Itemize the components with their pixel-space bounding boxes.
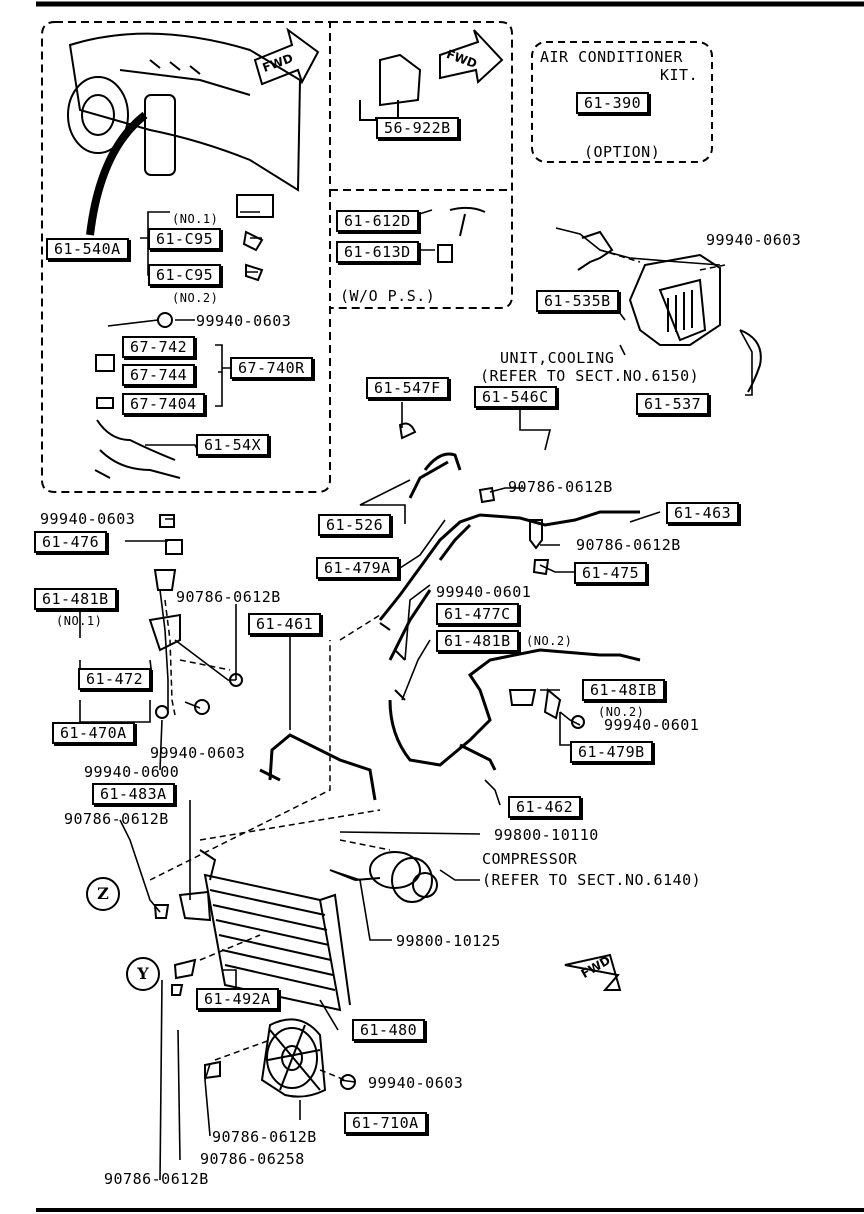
kit-title-line1: AIR CONDITIONER <box>540 48 683 66</box>
refrigerant-lines <box>259 452 641 801</box>
part-61-470a[interactable]: 61-470A <box>52 722 135 744</box>
part-61-480[interactable]: 61-480 <box>352 1019 426 1041</box>
small-parts <box>94 194 585 1090</box>
dashboard-illustration <box>67 32 302 192</box>
note-no2-top: (NO.2) <box>172 291 219 305</box>
part-61-481b-right[interactable]: 61-48IB <box>582 679 665 701</box>
part-61-390[interactable]: 61-390 <box>576 92 650 114</box>
part-61-613d[interactable]: 61-613D <box>336 241 419 263</box>
cooling-unit-illustration <box>577 230 762 393</box>
leader-61-540a <box>86 111 148 236</box>
unit-cooling-line2: (REFER TO SECT.NO.6150) <box>480 367 700 385</box>
part-99940-0603-a[interactable]: 99940-0603 <box>196 312 292 330</box>
part-99940-0603-e[interactable]: 99940-0603 <box>368 1074 464 1092</box>
note-wo-ps: (W/O P.S.) <box>340 287 436 305</box>
part-61-54x[interactable]: 61-54X <box>196 434 270 456</box>
unit-cooling-line1: UNIT,COOLING <box>500 349 615 367</box>
leader-lines <box>79 209 753 1181</box>
part-99940-0601-a[interactable]: 99940-0601 <box>436 583 532 601</box>
dashed-alignment-lines <box>149 249 726 1081</box>
part-90786-0612b-e[interactable]: 90786-0612B <box>212 1128 317 1146</box>
part-61-546c[interactable]: 61-546C <box>474 386 557 408</box>
note-no1-top: (NO.1) <box>172 212 219 226</box>
fwd-arrow-shapes <box>253 27 622 991</box>
region-dashboard <box>41 21 331 493</box>
part-61-540a[interactable]: 61-540A <box>46 238 129 260</box>
part-61-476[interactable]: 61-476 <box>34 531 108 553</box>
part-61-463[interactable]: 61-463 <box>666 502 740 524</box>
part-90786-0612b-d[interactable]: 90786-0612B <box>64 810 169 828</box>
part-61-475[interactable]: 61-475 <box>574 562 648 584</box>
part-61-492a[interactable]: 61-492A <box>196 988 279 1010</box>
part-61-481b-no1[interactable]: 61-481B <box>34 588 117 610</box>
part-99940-0603-d[interactable]: 99940-0603 <box>150 744 246 762</box>
part-90786-06258[interactable]: 90786-06258 <box>200 1150 305 1168</box>
part-99940-0603-c[interactable]: 99940-0603 <box>40 510 136 528</box>
part-61-547f[interactable]: 61-547F <box>366 377 449 399</box>
part-99800-10125[interactable]: 99800-10125 <box>396 932 501 950</box>
part-61-710a[interactable]: 61-710A <box>344 1112 427 1134</box>
compressor-illustration <box>329 851 438 903</box>
part-90786-0612b-f[interactable]: 90786-0612B <box>104 1170 209 1188</box>
marker-y: Y <box>126 957 160 991</box>
part-67-742[interactable]: 67-742 <box>122 336 196 358</box>
part-61-477c[interactable]: 61-477C <box>436 603 519 625</box>
compressor-line1: COMPRESSOR <box>482 850 578 868</box>
part-90786-0612b-a[interactable]: 90786-0612B <box>508 478 613 496</box>
condenser-illustration <box>178 849 351 1012</box>
part-67-7404[interactable]: 67-7404 <box>122 393 205 415</box>
part-61-535b[interactable]: 61-535B <box>536 290 619 312</box>
part-99940-0601-b[interactable]: 99940-0601 <box>604 716 700 734</box>
part-61-461[interactable]: 61-461 <box>248 613 322 635</box>
part-61-481b-no2[interactable]: 61-481B <box>436 630 519 652</box>
note-no2-mid: (NO.2) <box>526 634 573 648</box>
part-90786-0612b-c[interactable]: 90786-0612B <box>176 588 281 606</box>
note-no2-right: (NO.2) <box>598 705 645 719</box>
kit-option-note: (OPTION) <box>584 143 661 161</box>
part-61-483a[interactable]: 61-483A <box>92 783 175 805</box>
part-61-c95-no1[interactable]: 61-C95 <box>148 228 222 250</box>
part-56-922b[interactable]: 56-922B <box>376 117 459 139</box>
part-61-462[interactable]: 61-462 <box>508 796 582 818</box>
part-90786-0612b-b[interactable]: 90786-0612B <box>576 536 681 554</box>
compressor-line2: (REFER TO SECT.NO.6140) <box>482 871 702 889</box>
part-61-537[interactable]: 61-537 <box>636 393 710 415</box>
part-61-472[interactable]: 61-472 <box>78 668 152 690</box>
part-61-526[interactable]: 61-526 <box>318 514 392 536</box>
note-no1-left: (NO.1) <box>56 614 103 628</box>
part-61-c95-no2[interactable]: 61-C95 <box>148 264 222 286</box>
part-99940-0600[interactable]: 99940-0600 <box>84 763 180 781</box>
marker-z: Z <box>86 877 120 911</box>
kit-region <box>531 41 713 163</box>
part-61-479a[interactable]: 61-479A <box>316 557 399 579</box>
part-61-479b[interactable]: 61-479B <box>570 741 653 763</box>
part-67-744[interactable]: 67-744 <box>122 364 196 386</box>
part-67-740r[interactable]: 67-740R <box>230 357 313 379</box>
part-99800-10110[interactable]: 99800-10110 <box>494 826 599 844</box>
part-99940-0603-b[interactable]: 99940-0603 <box>706 231 802 249</box>
kit-title-line2: KIT. <box>660 66 699 84</box>
condenser-fan-illustration <box>260 1018 327 1098</box>
part-61-612d[interactable]: 61-612D <box>336 210 419 232</box>
